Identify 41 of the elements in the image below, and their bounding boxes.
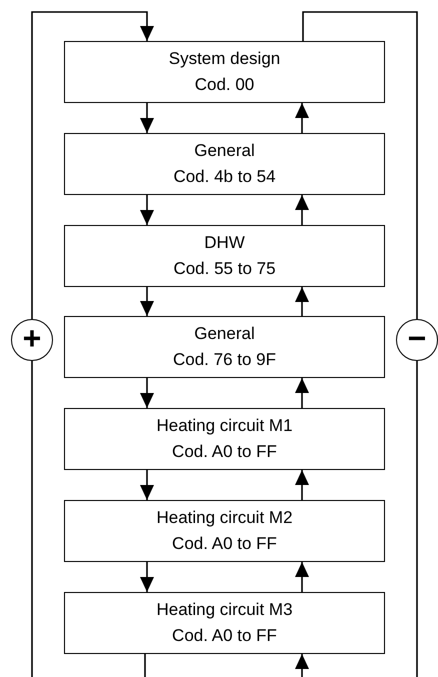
arrow	[295, 654, 309, 677]
arrow	[295, 470, 309, 500]
arrow	[140, 378, 154, 408]
box-title: Heating circuit M2	[156, 507, 293, 529]
arrow	[295, 103, 309, 133]
code-range: Cod. 00	[194, 74, 254, 96]
code-range: Cod. 4b to 54	[173, 166, 276, 188]
box-title: General	[194, 323, 255, 345]
connector-line	[144, 654, 146, 677]
code-range: Cod. 76 to 9F	[172, 349, 276, 371]
box-title: General	[194, 140, 255, 162]
arrow	[140, 470, 154, 500]
process-box	[64, 408, 385, 470]
connector-line	[416, 361, 418, 677]
code-range: Cod. A0 to FF	[172, 625, 277, 647]
connector-line	[302, 11, 418, 319]
process-box	[64, 133, 385, 195]
sign-label: +	[22, 322, 42, 354]
process-box	[64, 41, 385, 103]
sign-label: −	[408, 322, 426, 354]
arrow	[295, 378, 309, 408]
arrow	[295, 195, 309, 225]
connector-line	[31, 361, 33, 677]
arrow	[140, 562, 154, 592]
code-range: Cod. A0 to FF	[172, 441, 277, 463]
process-box	[64, 500, 385, 562]
process-box	[64, 316, 385, 378]
box-title: DHW	[204, 232, 245, 254]
box-title: Heating circuit M3	[156, 599, 293, 621]
arrow	[140, 103, 154, 133]
code-range: Cod. 55 to 75	[173, 258, 276, 280]
code-range: Cod. A0 to FF	[172, 533, 277, 555]
arrow	[140, 287, 154, 316]
process-box	[64, 592, 385, 654]
arrow	[31, 11, 154, 319]
box-title: System design	[168, 48, 280, 70]
arrow	[295, 562, 309, 592]
arrow	[140, 195, 154, 225]
arrow	[295, 287, 309, 316]
box-title: Heating circuit M1	[156, 415, 293, 437]
process-box	[64, 225, 385, 287]
